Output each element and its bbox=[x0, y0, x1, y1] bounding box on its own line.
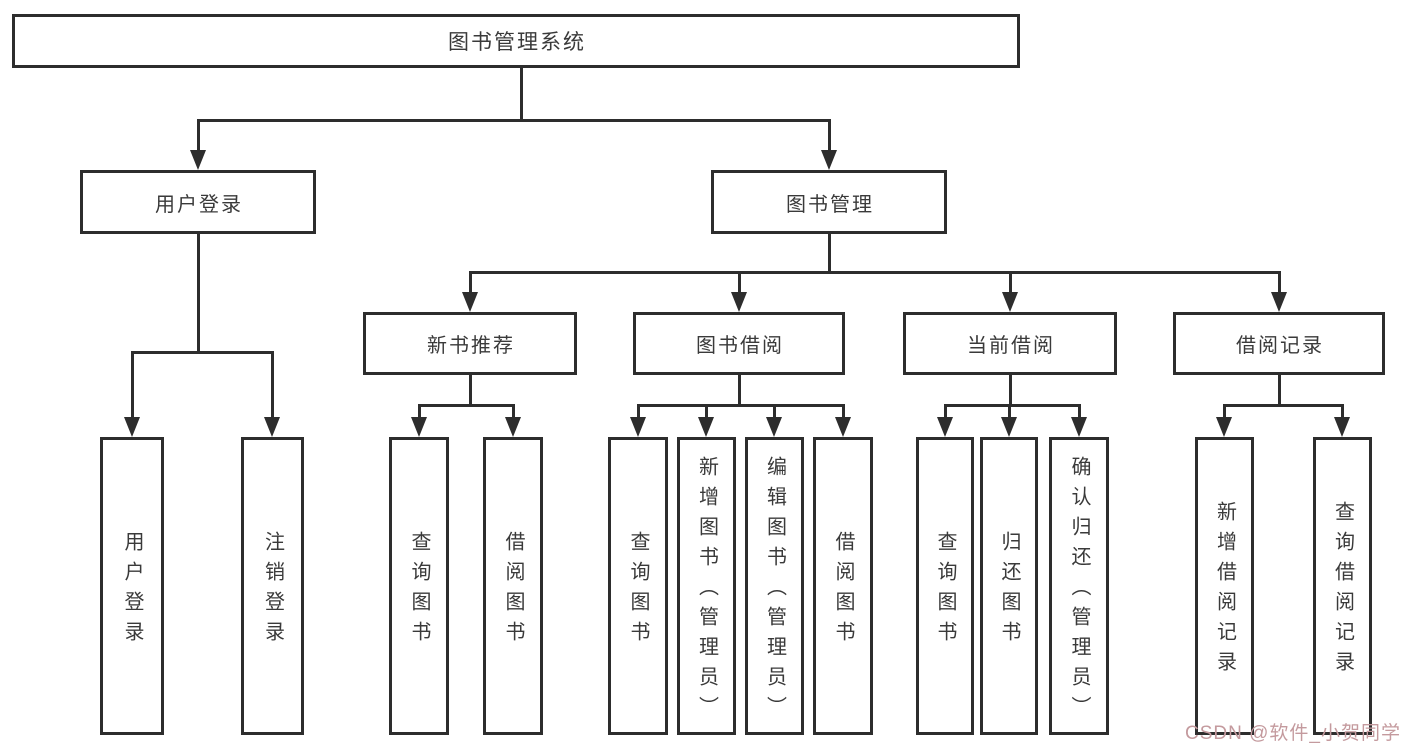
leaf-query-borrow-record: 查询借阅记录 bbox=[1313, 437, 1372, 735]
connector-line bbox=[196, 234, 200, 354]
arrowhead-icon bbox=[1271, 292, 1287, 312]
arrowhead-icon bbox=[505, 417, 521, 437]
connector-line bbox=[130, 351, 274, 354]
node-label: 借阅图书 bbox=[502, 531, 524, 651]
leaf-edit-book-admin: 编辑图书（管理员） bbox=[745, 437, 804, 735]
node-book-management: 图书管理 bbox=[711, 170, 947, 234]
connector-line bbox=[827, 234, 831, 274]
connector-line bbox=[704, 405, 708, 419]
connector-line bbox=[1222, 405, 1226, 419]
connector-line bbox=[737, 272, 741, 294]
connector-line bbox=[196, 120, 200, 152]
node-label: 注销登录 bbox=[261, 531, 284, 651]
connector-line bbox=[1007, 405, 1011, 419]
connector-line bbox=[417, 404, 515, 407]
connector-line bbox=[1008, 375, 1012, 407]
leaf-query-books-1: 查询图书 bbox=[389, 437, 449, 735]
node-label: 当前借阅 bbox=[967, 335, 1055, 357]
node-new-book-recommendation: 新书推荐 bbox=[363, 312, 577, 375]
node-library-management-system: 图书管理系统 bbox=[12, 14, 1020, 68]
arrowhead-icon bbox=[124, 417, 140, 437]
leaf-user-login: 用户登录 bbox=[100, 437, 164, 735]
arrowhead-icon bbox=[1002, 292, 1018, 312]
connector-line bbox=[468, 375, 472, 407]
arrowhead-icon bbox=[821, 150, 837, 170]
leaf-query-books-3: 查询图书 bbox=[916, 437, 974, 735]
arrowhead-icon bbox=[731, 292, 747, 312]
leaf-borrow-books-2: 借阅图书 bbox=[813, 437, 873, 735]
connector-line bbox=[1222, 404, 1344, 407]
connector-line bbox=[1340, 405, 1344, 419]
connector-line bbox=[270, 352, 274, 419]
connector-line bbox=[1077, 405, 1081, 419]
connector-line bbox=[772, 405, 776, 419]
connector-line bbox=[196, 119, 831, 122]
node-label: 图书管理系统 bbox=[448, 31, 586, 54]
node-book-borrowing: 图书借阅 bbox=[633, 312, 845, 375]
leaf-confirm-return-admin: 确认归还（管理员） bbox=[1049, 437, 1109, 735]
node-label: 确认归还（管理员） bbox=[1068, 456, 1090, 726]
node-label: 用户登录 bbox=[121, 531, 143, 651]
arrowhead-icon bbox=[835, 417, 851, 437]
connector-line bbox=[636, 405, 640, 419]
arrowhead-icon bbox=[766, 417, 782, 437]
connector-line bbox=[468, 272, 472, 294]
arrowhead-icon bbox=[411, 417, 427, 437]
connector-line bbox=[636, 404, 845, 407]
connector-line bbox=[841, 405, 845, 419]
node-label: 查询图书 bbox=[934, 531, 956, 651]
arrowhead-icon bbox=[698, 417, 714, 437]
node-label: 借阅图书 bbox=[832, 531, 854, 651]
connector-line bbox=[1008, 272, 1012, 294]
leaf-add-borrow-record: 新增借阅记录 bbox=[1195, 437, 1254, 735]
node-borrowing-records: 借阅记录 bbox=[1173, 312, 1385, 375]
node-current-borrowing: 当前借阅 bbox=[903, 312, 1117, 375]
connector-line bbox=[519, 68, 523, 122]
node-label: 新书推荐 bbox=[427, 335, 515, 357]
leaf-add-book-admin: 新增图书（管理员） bbox=[677, 437, 736, 735]
csdn-watermark: CSDN @软件_小贺同学 bbox=[1185, 723, 1401, 744]
connector-line bbox=[943, 404, 1081, 407]
node-label: 查询借阅记录 bbox=[1331, 501, 1354, 681]
arrowhead-icon bbox=[1334, 417, 1350, 437]
connector-line bbox=[1277, 272, 1281, 294]
node-label: 编辑图书（管理员） bbox=[763, 456, 786, 726]
arrowhead-icon bbox=[264, 417, 280, 437]
node-label: 归还图书 bbox=[998, 531, 1020, 651]
leaf-query-books-2: 查询图书 bbox=[608, 437, 668, 735]
node-label: 查询图书 bbox=[408, 531, 430, 651]
connector-line bbox=[130, 352, 134, 419]
arrowhead-icon bbox=[1071, 417, 1087, 437]
connector-line bbox=[468, 271, 1281, 274]
node-label: 用户登录 bbox=[155, 193, 243, 216]
arrowhead-icon bbox=[1216, 417, 1232, 437]
leaf-return-books: 归还图书 bbox=[980, 437, 1038, 735]
node-user-login: 用户登录 bbox=[80, 170, 316, 234]
connector-line bbox=[827, 120, 831, 152]
connector-line bbox=[417, 405, 421, 419]
arrowhead-icon bbox=[937, 417, 953, 437]
leaf-borrow-books-1: 借阅图书 bbox=[483, 437, 543, 735]
arrowhead-icon bbox=[1001, 417, 1017, 437]
node-label: 新增图书（管理员） bbox=[695, 456, 718, 726]
node-label: 查询图书 bbox=[627, 531, 649, 651]
arrowhead-icon bbox=[190, 150, 206, 170]
leaf-logout-login: 注销登录 bbox=[241, 437, 304, 735]
arrowhead-icon bbox=[630, 417, 646, 437]
arrowhead-icon bbox=[462, 292, 478, 312]
connector-line bbox=[1277, 375, 1281, 407]
connector-line bbox=[943, 405, 947, 419]
node-label: 新增借阅记录 bbox=[1213, 501, 1236, 681]
connector-line bbox=[511, 405, 515, 419]
connector-line bbox=[737, 375, 741, 407]
node-label: 借阅记录 bbox=[1236, 335, 1324, 357]
node-label: 图书借阅 bbox=[696, 335, 784, 357]
node-label: 图书管理 bbox=[786, 193, 874, 216]
